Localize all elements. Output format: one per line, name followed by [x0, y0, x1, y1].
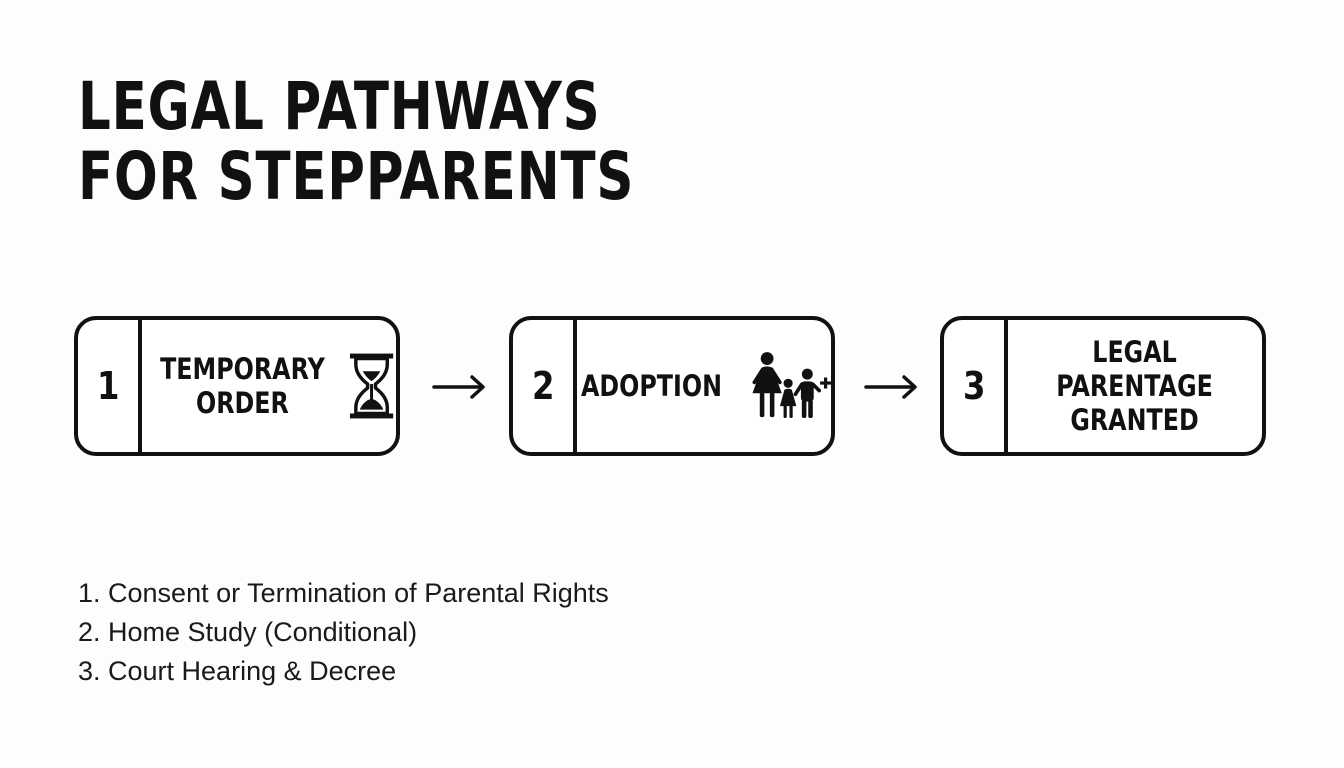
step-3-body: LEGAL PARENTAGE GRANTED — [1008, 320, 1262, 452]
requirement-item-1: 1. Consent or Termination of Parental Ri… — [78, 578, 609, 608]
step-2-box: 2 ADOPTION — [509, 316, 835, 456]
title-line-2: FOR STEPPARENTS — [78, 138, 635, 215]
step-1-label-line-2: ORDER — [196, 386, 289, 420]
step-3-number-cell: 3 — [944, 320, 1008, 452]
step-3-label-line-3: GRANTED — [1070, 403, 1200, 437]
step-1-label-line-1: TEMPORARY — [160, 352, 325, 386]
step-1-number-cell: 1 — [78, 320, 142, 452]
step-3-number: 3 — [962, 364, 986, 408]
step-2-label: ADOPTION — [581, 369, 722, 403]
step-2-body: ADOPTION — [577, 320, 831, 452]
step-3-label: LEGAL PARENTAGE GRANTED — [1057, 335, 1214, 437]
arrow-right-icon — [432, 375, 485, 399]
arrow-right-icon — [864, 375, 917, 399]
step-1-body: TEMPORARY ORDER — [142, 320, 396, 452]
requirements-list: 1. Consent or Termination of Parental Ri… — [78, 574, 609, 691]
requirement-item-2: 2. Home Study (Conditional) — [78, 617, 418, 647]
step-2-label-line-1: ADOPTION — [581, 369, 722, 403]
requirement-item-3: 3. Court Hearing & Decree — [78, 656, 397, 686]
hourglass-icon — [349, 353, 394, 419]
step-2-number: 2 — [531, 364, 555, 408]
family-icon — [752, 352, 831, 418]
step-3-box: 3 LEGAL PARENTAGE GRANTED — [940, 316, 1266, 456]
step-3-label-line-1: LEGAL — [1092, 335, 1178, 369]
step-3-label-line-2: PARENTAGE — [1056, 369, 1214, 403]
title-line-1: LEGAL PATHWAYS — [78, 68, 601, 145]
step-1-box: 1 TEMPORARY ORDER — [74, 316, 400, 456]
page-title: LEGAL PATHWAYS FOR STEPPARENTS — [78, 68, 635, 215]
step-1-number: 1 — [96, 364, 120, 408]
step-2-number-cell: 2 — [513, 320, 577, 452]
step-1-label: TEMPORARY ORDER — [160, 352, 325, 420]
